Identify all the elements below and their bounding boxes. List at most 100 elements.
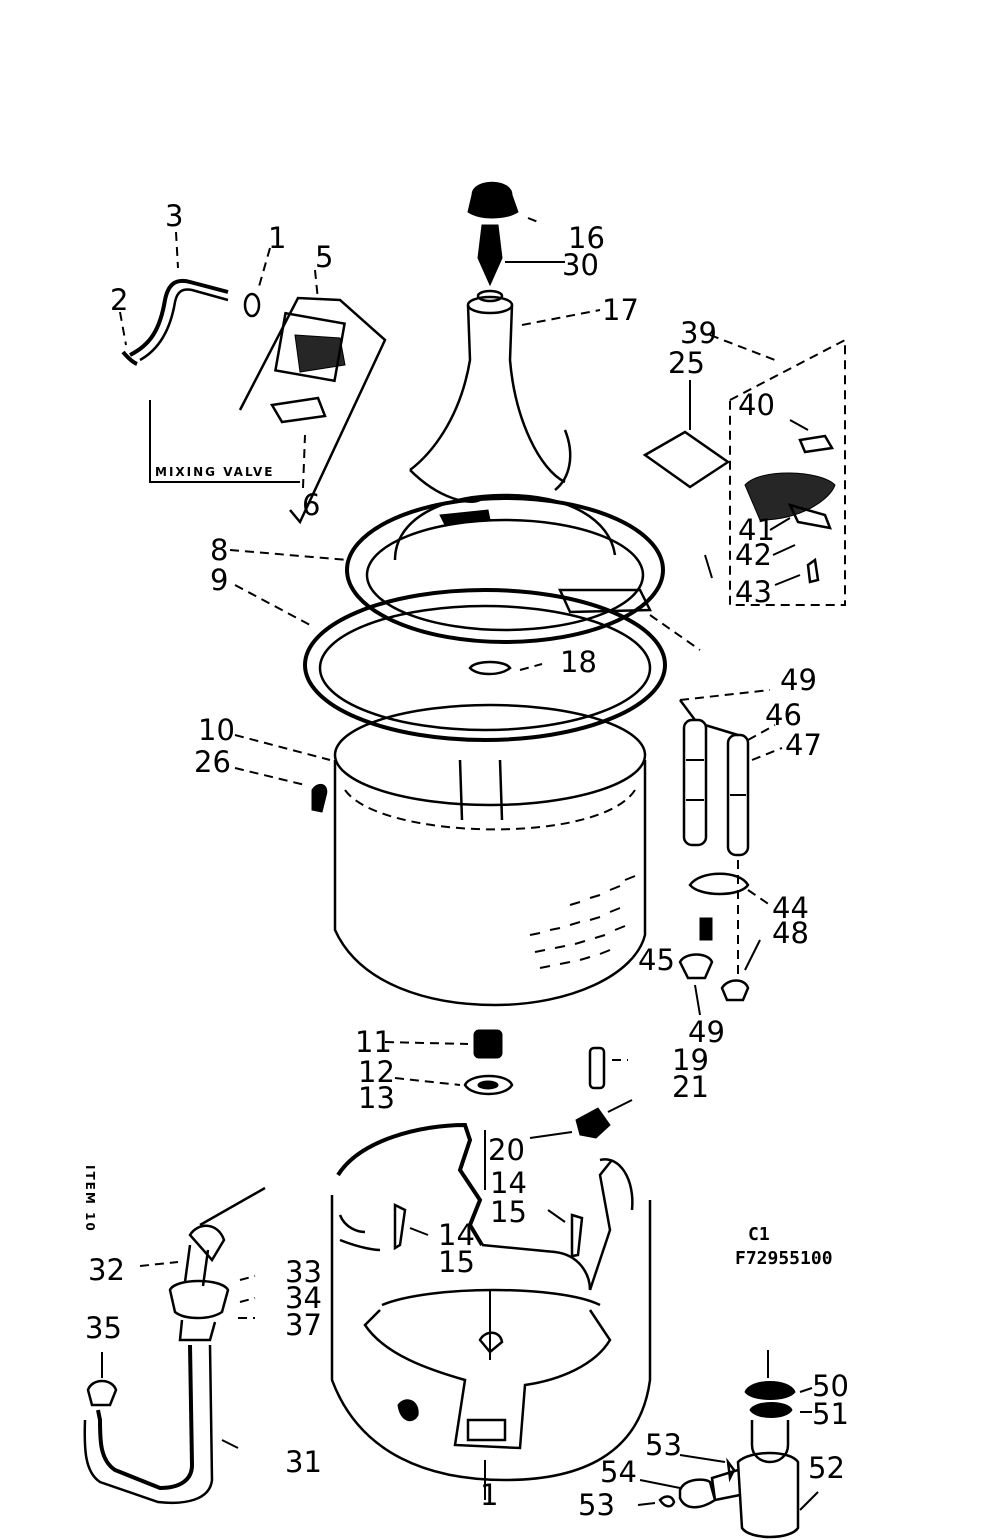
drain-port [466, 1418, 507, 1442]
callout-1-bottom: 1 [480, 1478, 498, 1512]
basket-perforations [529, 875, 636, 969]
drain-hose-part-31 [96, 1344, 195, 1491]
tub-ring-part-9 [303, 588, 667, 742]
callout-52: 52 [808, 1451, 845, 1485]
callout-6: 6 [302, 488, 320, 522]
clamp-part-53-upper [726, 1457, 736, 1483]
diagram-code: C1 [748, 1224, 770, 1245]
outer-tub-part-13 [330, 1195, 652, 1482]
callout-39: 39 [680, 316, 717, 350]
drain-elbow-part-52 [736, 1451, 800, 1539]
callout-21: 21 [672, 1070, 709, 1104]
fabric-softener-part-41 [744, 472, 836, 521]
callout-1: 1 [268, 221, 286, 255]
bracket-part-44 [688, 872, 750, 896]
suspension-group [678, 689, 783, 1016]
pump-hose-elbow [188, 1224, 226, 1263]
callout-12: 12 [358, 1055, 395, 1089]
agitator-group [409, 181, 601, 503]
washer-part-12 [463, 1074, 514, 1096]
mixing-valve-bracket [238, 296, 387, 525]
callout-10: 10 [198, 713, 235, 747]
drain-fitting [397, 1399, 419, 1422]
callout-49-lower: 49 [688, 1015, 725, 1049]
agitator-right-edge [508, 304, 566, 484]
seal-part-50 [744, 1381, 796, 1400]
basket-group [234, 703, 647, 1007]
nut-part-11 [473, 1029, 503, 1059]
pump-part-32 [168, 1279, 230, 1320]
bracket-part-20 [575, 1107, 611, 1139]
agitator-bolt-part-30 [477, 224, 503, 287]
callout-40: 40 [738, 388, 775, 422]
agitator-left-edge [409, 304, 472, 471]
callout-42: 42 [735, 538, 772, 572]
dispenser-kit-group [642, 334, 846, 606]
diagram-part-number: F72955100 [735, 1248, 833, 1269]
callout-34: 34 [285, 1281, 322, 1315]
bolt-part-19 [588, 1046, 606, 1090]
callout-32: 32 [88, 1253, 125, 1287]
callout-53-upper: 53 [645, 1428, 682, 1462]
bolt-part-45 [699, 917, 713, 941]
clip-part-26 [311, 783, 328, 813]
tub-cover-tab [558, 588, 652, 614]
callout-15-center: 15 [490, 1195, 527, 1229]
cap-part-49 [678, 953, 714, 980]
seal-part-18 [468, 660, 512, 676]
outer-tub-rim-left [336, 1122, 484, 1247]
side-label: ITEM 10 [83, 1165, 97, 1233]
clamp-part-53-lower [658, 1495, 676, 1508]
mixing-valve-screen-part-6 [269, 396, 327, 424]
callout-16: 16 [568, 221, 605, 255]
callout-25: 25 [668, 346, 705, 380]
callout-31: 31 [285, 1445, 322, 1479]
ring-part-51 [749, 1402, 793, 1418]
clamp-part-1 [243, 292, 261, 318]
callout-19: 19 [672, 1043, 709, 1077]
cap-part-48 [720, 979, 750, 1002]
callout-20: 20 [488, 1133, 525, 1167]
plug-part-54 [678, 1478, 717, 1509]
outer-tub-group [330, 1122, 652, 1500]
callout-43: 43 [735, 575, 772, 609]
callout-13: 13 [358, 1081, 395, 1115]
callout-47: 47 [785, 728, 822, 762]
callout-33: 33 [285, 1255, 322, 1289]
drain-elbow-group [637, 1350, 819, 1539]
callout-9: 9 [210, 563, 228, 597]
dispenser-part-25 [642, 430, 731, 489]
elbow-neck [750, 1420, 790, 1464]
tub-center-fitting [478, 1331, 504, 1354]
tub-cover-group [229, 493, 701, 742]
callout-44: 44 [772, 891, 809, 925]
callout-46: 46 [765, 698, 802, 732]
callout-2: 2 [110, 283, 128, 317]
callout-49-upper: 49 [780, 663, 817, 697]
mixing-valve-solenoid [294, 334, 346, 373]
callout-48: 48 [772, 916, 809, 950]
bolt-part-14-left [393, 1202, 407, 1251]
callout-35: 35 [85, 1311, 122, 1345]
tub-cover-part-8 [345, 496, 665, 644]
callout-14-left: 14 [438, 1218, 475, 1252]
callout-8: 8 [210, 533, 228, 567]
clamp-part-2 [121, 350, 138, 366]
callout-51: 51 [812, 1397, 849, 1431]
callout-15-left: 15 [438, 1245, 475, 1279]
basket-part-10 [333, 760, 647, 1007]
mixing-valve-label: MIXING VALVE [155, 465, 274, 479]
callout-45: 45 [638, 943, 675, 977]
mixing-valve-bracket-line [149, 400, 300, 483]
callout-50: 50 [812, 1369, 849, 1403]
callout-30: 30 [562, 248, 599, 282]
callout-5: 5 [315, 240, 333, 274]
callout-14-center: 14 [490, 1166, 527, 1200]
hose-part-3-edge [139, 288, 229, 362]
callout-37: 37 [285, 1308, 322, 1342]
part-43 [806, 557, 820, 584]
callout-11: 11 [355, 1025, 392, 1059]
bolt-part-14-right [570, 1213, 584, 1258]
hose-part-3 [129, 279, 229, 357]
